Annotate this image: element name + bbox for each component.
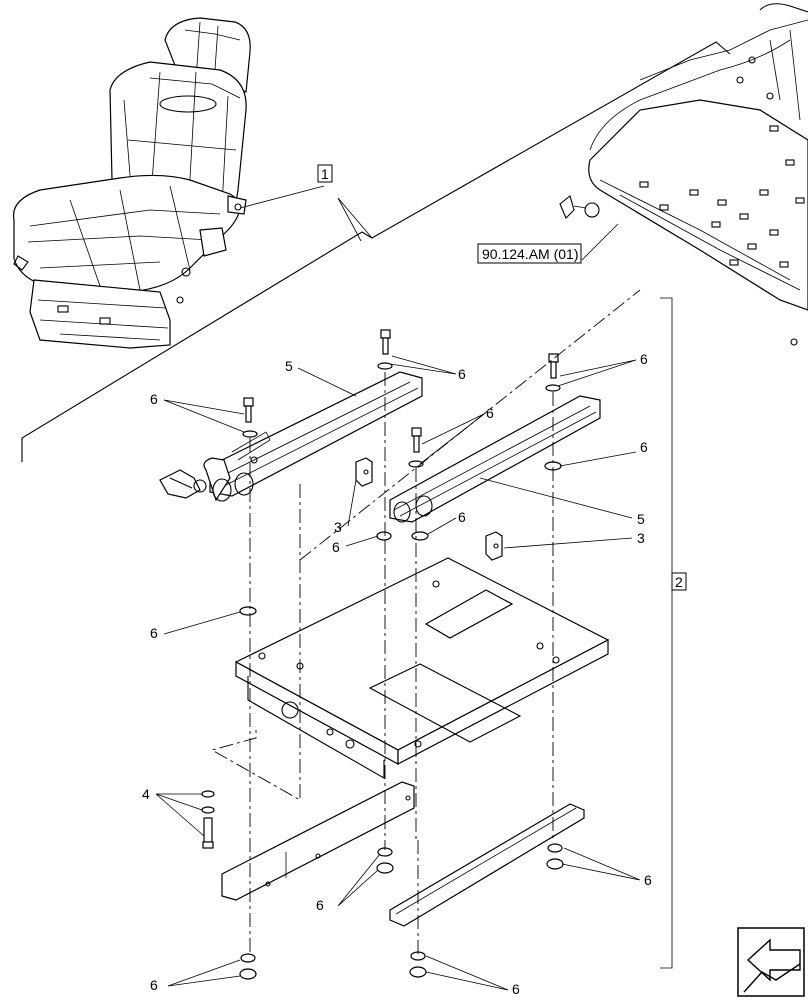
callout-6: 6 [486, 405, 494, 421]
callout-6: 6 [150, 391, 158, 407]
base-plate [234, 557, 610, 779]
seat-illustration [12, 17, 251, 349]
lower-brackets [221, 781, 585, 927]
bracket-parts [355, 457, 503, 561]
callout-1: 1 [321, 166, 329, 182]
callout-leaders [155, 297, 673, 991]
center-lines [210, 289, 641, 955]
callout-4: 4 [142, 786, 150, 802]
callout-6: 6 [640, 351, 648, 367]
callout-6: 6 [458, 509, 466, 525]
callout-6: 6 [150, 977, 158, 993]
callout-6: 6 [150, 625, 158, 641]
callout-6: 6 [316, 897, 324, 913]
seat-rail-right [389, 395, 601, 523]
callout-3: 3 [637, 530, 645, 546]
callout-3: 3 [334, 519, 342, 535]
callout-6: 6 [640, 439, 648, 455]
callout-6: 6 [512, 981, 520, 997]
separator-lines [21, 41, 731, 462]
callout-6: 6 [332, 539, 340, 555]
callout-labels: 1 2 6 6 5 6 6 6 3 5 6 6 3 6 4 6 6 6 6 90… [142, 164, 687, 997]
callout-5: 5 [285, 358, 293, 374]
seat-rail-left [159, 371, 423, 502]
floor-slots [639, 56, 805, 268]
cab-floor-illustration [559, 3, 808, 346]
callout-5: 5 [637, 511, 645, 527]
callout-6: 6 [458, 366, 466, 382]
callout-6: 6 [644, 872, 652, 888]
arrow-return-icon [737, 927, 805, 997]
reference-leader [581, 223, 619, 261]
reference-label: 90.124.AM (01) [482, 246, 579, 262]
callout-2: 2 [675, 574, 683, 590]
